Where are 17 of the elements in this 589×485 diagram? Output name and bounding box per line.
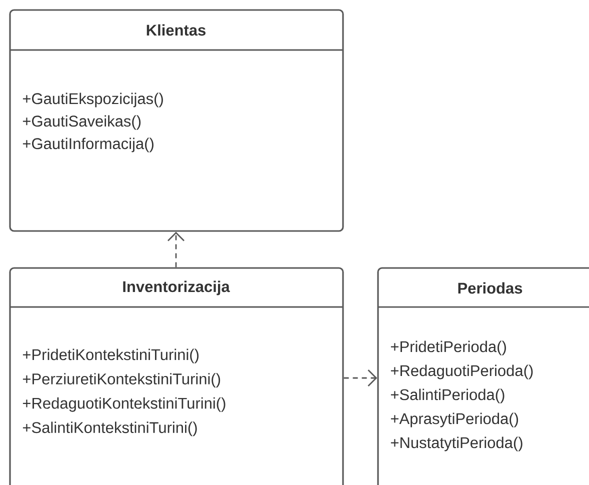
dependency-arrow [344,370,378,386]
dependency-arrow [168,232,184,268]
method-text: +NustatytiPerioda() [390,436,522,452]
method-text: +GautiInformacija() [22,138,154,152]
class-name: Inventorizacija [123,280,230,296]
method-text: +SalintiPerioda() [390,388,504,404]
method-text: +PerziuretiKontekstiniTurini() [22,373,220,388]
class-name: Klientas [146,24,206,36]
method-text: +PridetiPerioda() [390,340,506,356]
method-text: +SalintiKontekstiniTurini() [22,422,197,436]
class-name: Periodas [458,282,522,294]
method-text: +GautiEkspozicijas() [22,92,163,108]
method-text: +PridetiKontekstiniTurini() [22,348,199,364]
method-text: +RedaguotiPerioda() [390,364,533,380]
method-text: +GautiSaveikas() [22,115,141,130]
method-text: +RedaguotiKontekstiniTurini() [22,397,226,412]
method-text: +AprasytiPerioda() [390,412,518,428]
